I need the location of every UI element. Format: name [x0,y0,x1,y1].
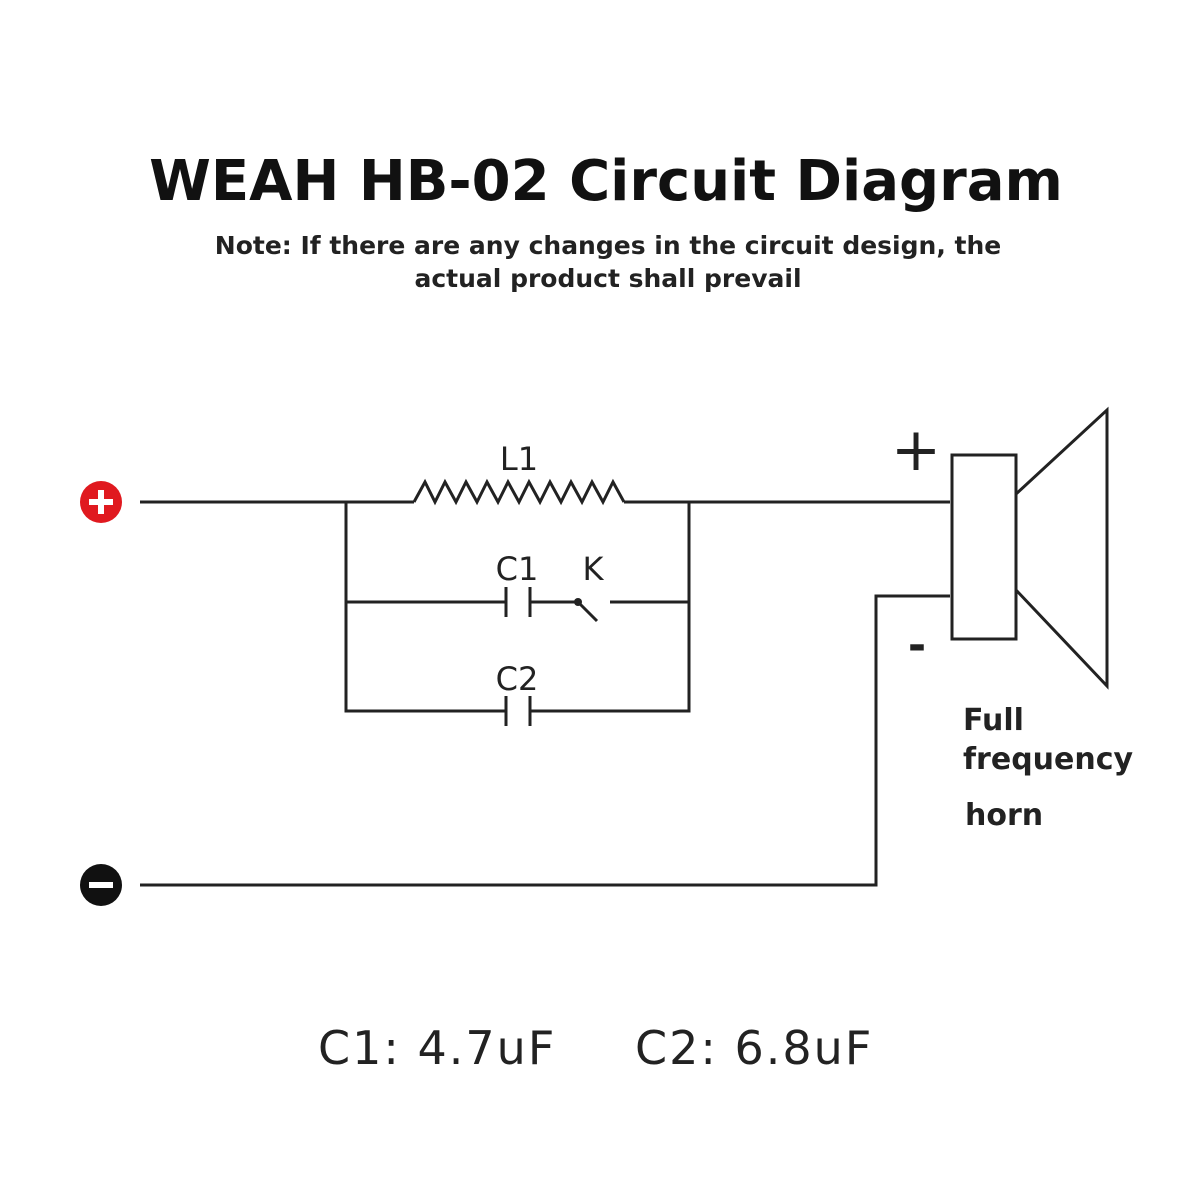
capacitor-c1 [504,587,532,617]
note-line-2: actual product shall prevail [414,264,801,293]
speaker-icon [950,406,1109,690]
label-l1: L1 [500,440,538,478]
wires [140,478,950,887]
capacitor-c2 [504,696,532,726]
switch-k [574,598,599,623]
c2-value: C2: 6.8uF [635,1021,873,1075]
label-c2: C2 [496,660,539,698]
speaker-plus: + [891,415,941,485]
diagram-title: WEAH HB-02 Circuit Diagram [149,149,1063,214]
c1-value: C1: 4.7uF [318,1021,556,1075]
speaker-label-2: frequency [963,742,1134,777]
inductor-l1 [412,478,626,506]
note-line-1: Note: If there are any changes in the ci… [215,231,1001,260]
positive-terminal-icon [80,481,122,523]
speaker-label-3: horn [965,798,1043,833]
label-c1: C1 [496,550,539,588]
negative-terminal-icon [80,864,122,906]
speaker-minus: - [908,620,926,671]
speaker-label-1: Full [963,703,1024,738]
label-k: K [583,550,605,588]
